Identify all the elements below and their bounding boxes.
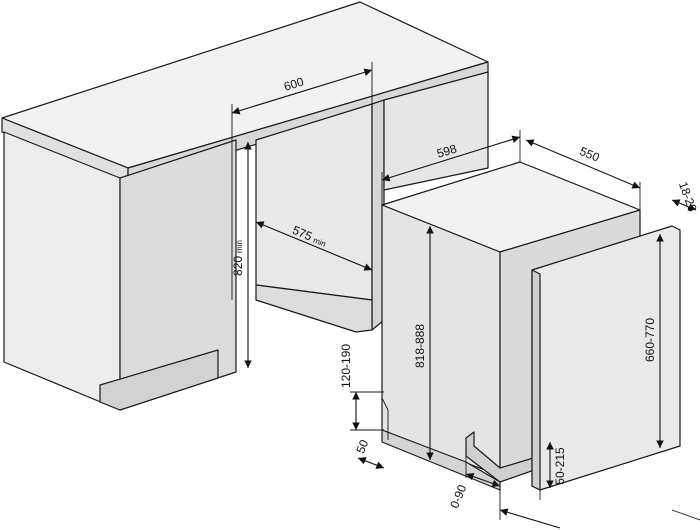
left-base-unit-side [119,139,237,411]
door-height-label: 660-770 [643,318,657,362]
bottom-right-reference-line [671,509,700,521]
cabinet-width-label: 600 [282,74,306,93]
foot-adjust-label: 0-90 [447,482,469,510]
dishwasher-width-label: 598 [435,141,459,160]
door-thickness-label: 18-28 [676,180,700,214]
left-base-unit-front [3,131,121,411]
dishwasher-depth-label: 550 [578,144,602,165]
plinth-offset-dimension-line [357,457,385,469]
cabinet-width-dimension-line [231,68,373,115]
plinth-offset-label: 50 [353,437,371,455]
niche-floor [255,284,373,333]
door-gap-label: 50-215 [553,447,567,485]
dishwasher-dimensions: 598 550 18-28 818-888 660-770 120-190 50… [339,130,700,529]
cabinet-depth-dimension-line [255,221,373,271]
bottom-reference-arrow [499,508,561,529]
cabinet-dimensions: 600 575min 820min [231,62,373,368]
dishwasher-depth-dimension-line [525,139,641,189]
dishwasher-height-label: 818-888 [413,324,427,368]
kitchen-cabinet [1,1,489,411]
plinth-bevel [381,397,389,440]
dishwasher-door-edge [531,269,541,491]
dishwasher-width-dimension-line [381,135,521,182]
door-thickness-dimension-line [671,199,697,211]
dishwasher [381,161,681,491]
foot-adjust-dimension-line [465,472,501,488]
dishwasher-side [381,204,501,477]
cabinet-height-label: 820min [231,240,245,276]
left-unit-plinth [99,349,219,411]
plinth-height-label: 120-190 [339,344,353,388]
